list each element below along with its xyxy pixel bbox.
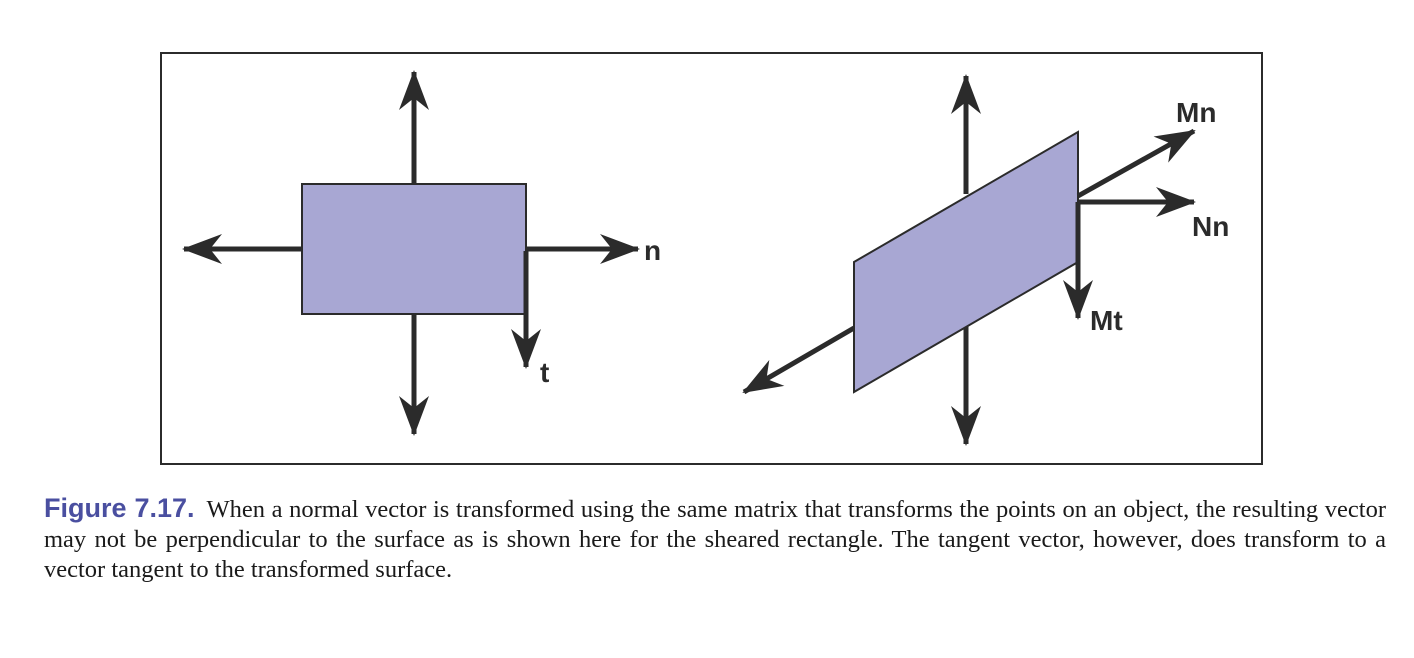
original-rectangle-diagram: n t (182, 70, 661, 436)
label-t: t (540, 357, 549, 388)
label-nn: Nn (1192, 211, 1229, 242)
original-rectangle (301, 183, 527, 315)
figure-caption: Figure 7.17.When a normal vector is tran… (44, 493, 1386, 585)
label-n: n (644, 235, 661, 266)
figure-diagram: n t Mn Nn Mt (160, 52, 1263, 465)
label-mn: Mn (1176, 97, 1216, 128)
sheared-parallelogram-diagram: Mn Nn Mt (742, 74, 1229, 446)
diagonal-arrow-down-left (742, 325, 856, 395)
label-mt: Mt (1090, 305, 1123, 336)
caption-text: When a normal vector is transformed usin… (44, 496, 1386, 583)
transformed-normal-arrow-mn (1076, 128, 1196, 199)
caption-label: Figure 7.17. (44, 493, 195, 523)
figure-border (160, 52, 1263, 465)
